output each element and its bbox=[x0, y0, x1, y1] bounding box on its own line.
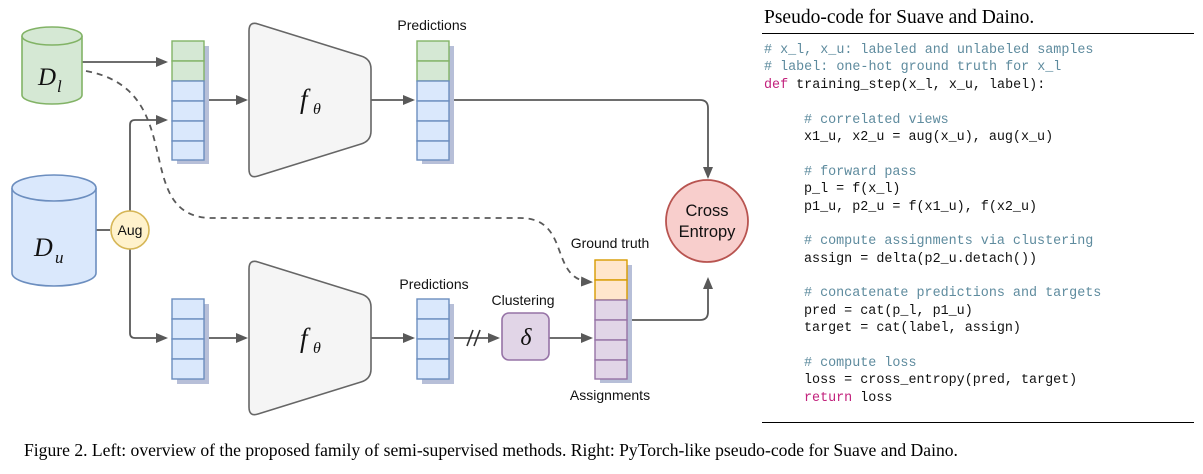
pseudo-code-title: Pseudo-code for Suave and Daino. bbox=[762, 4, 1194, 34]
pseudo-code-panel: Pseudo-code for Suave and Daino. # x_l, … bbox=[762, 4, 1194, 423]
unlabeled-dataset: D u bbox=[11, 174, 97, 287]
labeled-dataset-subscript: l bbox=[57, 77, 62, 96]
labeled-dataset-symbol: D bbox=[37, 64, 56, 91]
clustering-label: Clustering bbox=[491, 292, 554, 308]
target-stack bbox=[594, 259, 632, 383]
code-comment-line: # x_l, x_u: labeled and unlabeled sample… bbox=[762, 42, 1194, 59]
code-text: training_step(x_l, x_u, label): bbox=[788, 77, 1046, 93]
code-text: # x_l, x_u: labeled and unlabeled sample… bbox=[764, 43, 1094, 58]
assignments-label: Assignments bbox=[570, 387, 650, 403]
code-blank-line bbox=[762, 216, 1194, 233]
code-line: def training_step(x_l, x_u, label): bbox=[762, 77, 1194, 94]
code-line: return loss bbox=[762, 390, 1194, 407]
code-comment-line: # compute loss bbox=[762, 355, 1194, 372]
code-text: loss = cross_entropy(pred, target) bbox=[804, 373, 1078, 389]
loss-label-line1: Cross bbox=[685, 202, 728, 220]
code-line: p1_u, p2_u = f(x1_u), f(x2_u) bbox=[762, 199, 1194, 216]
code-blank-line bbox=[762, 338, 1194, 355]
code-blank-line bbox=[762, 94, 1194, 111]
code-text: p1_u, p2_u = f(x1_u), f(x2_u) bbox=[804, 199, 1038, 215]
code-line: target = cat(label, assign) bbox=[762, 320, 1194, 337]
code-text: loss bbox=[852, 390, 893, 406]
code-line: assign = delta(p2_u.detach()) bbox=[762, 251, 1194, 268]
code-text: # concatenate predictions and targets bbox=[804, 286, 1102, 302]
code-text: # compute loss bbox=[804, 356, 917, 372]
bottom-input-batch bbox=[171, 298, 209, 384]
edge-aug-to-view2 bbox=[129, 249, 168, 343]
edge-aug-to-view1 bbox=[129, 115, 168, 212]
predictions-bottom-label: Predictions bbox=[399, 276, 468, 292]
code-comment-line: # compute assignments via clustering bbox=[762, 233, 1194, 250]
encoder-top-symbol: f bbox=[300, 84, 311, 114]
clustering-symbol: δ bbox=[520, 325, 532, 351]
encoder-top-subscript: θ bbox=[313, 101, 321, 118]
encoder-bottom: f θ bbox=[248, 260, 372, 416]
unlabeled-dataset-symbol: D bbox=[33, 233, 53, 262]
edge-predictions-to-loss bbox=[449, 99, 713, 179]
loss-label-line2: Entropy bbox=[679, 223, 737, 241]
figure-caption: Figure 2. Left: overview of the proposed… bbox=[24, 440, 958, 460]
code-text: # compute assignments via clustering bbox=[804, 234, 1094, 250]
top-input-batch bbox=[171, 40, 209, 164]
encoder-top: f θ bbox=[248, 22, 372, 178]
labeled-dataset: D l bbox=[21, 26, 83, 105]
encoder-bottom-symbol: f bbox=[300, 323, 311, 353]
predictions-bottom-stack bbox=[416, 298, 454, 384]
augmentation-node: Aug bbox=[110, 210, 150, 250]
pseudo-code-body: # x_l, x_u: labeled and unlabeled sample… bbox=[762, 42, 1194, 407]
code-line: p_l = f(x_l) bbox=[762, 181, 1194, 198]
code-text: assign = delta(p2_u.detach()) bbox=[804, 251, 1038, 267]
code-text: # forward pass bbox=[804, 164, 917, 180]
code-text: x1_u, x2_u = aug(x_u), aug(x_u) bbox=[804, 129, 1054, 145]
predictions-top-stack bbox=[416, 40, 454, 164]
connectors bbox=[82, 57, 713, 343]
augmentation-label: Aug bbox=[118, 222, 143, 238]
encoder-bottom-subscript: θ bbox=[313, 340, 321, 357]
method-overview-diagram: D l D u Aug f θ f θ bbox=[11, 17, 749, 416]
code-comment-line: # concatenate predictions and targets bbox=[762, 285, 1194, 302]
clustering-node: δ bbox=[501, 312, 550, 361]
ground-truth-label: Ground truth bbox=[571, 235, 650, 251]
code-comment-line: # label: one-hot ground truth for x_l bbox=[762, 59, 1194, 76]
code-comment-line: # correlated views bbox=[762, 112, 1194, 129]
code-keyword: return bbox=[804, 390, 853, 406]
cross-entropy-node: Cross Entropy bbox=[665, 179, 749, 263]
edge-targets-to-loss bbox=[627, 277, 713, 321]
code-line: x1_u, x2_u = aug(x_u), aug(x_u) bbox=[762, 129, 1194, 146]
code-keyword: def bbox=[764, 77, 789, 93]
code-blank-line bbox=[762, 146, 1194, 163]
edge-labels-to-ground-truth bbox=[85, 70, 593, 287]
stop-gradient-icon bbox=[466, 329, 481, 347]
code-text: p_l = f(x_l) bbox=[804, 182, 901, 198]
code-text: # label: one-hot ground truth for x_l bbox=[764, 60, 1062, 76]
predictions-top-label: Predictions bbox=[397, 17, 466, 33]
code-line: loss = cross_entropy(pred, target) bbox=[762, 372, 1194, 389]
code-line: pred = cat(p_l, p1_u) bbox=[762, 303, 1194, 320]
code-blank-line bbox=[762, 268, 1194, 285]
unlabeled-dataset-subscript: u bbox=[55, 248, 64, 267]
code-text: pred = cat(p_l, p1_u) bbox=[804, 303, 973, 319]
code-text: # correlated views bbox=[804, 112, 949, 128]
code-text: target = cat(label, assign) bbox=[804, 321, 1021, 337]
code-comment-line: # forward pass bbox=[762, 164, 1194, 181]
